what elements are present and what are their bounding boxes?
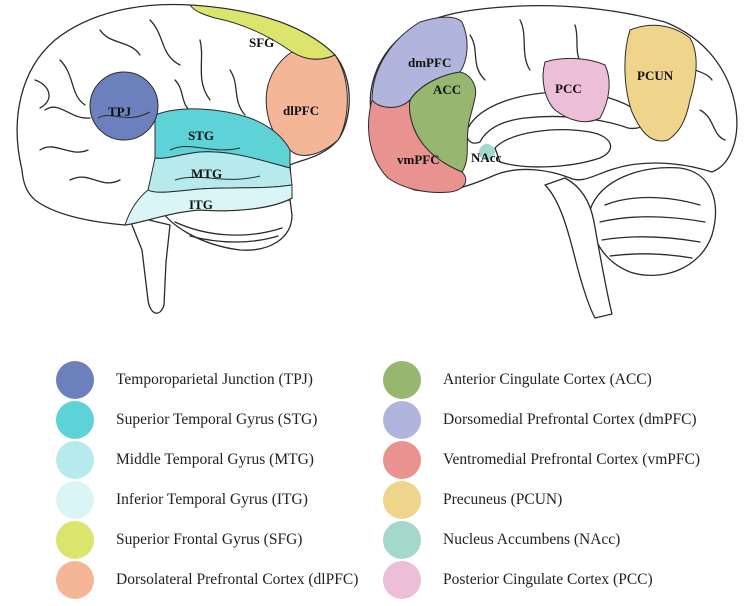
tpj-region bbox=[89, 71, 159, 141]
legend-swatch bbox=[56, 561, 94, 599]
legend-label: Nucleus Accumbens (NAcc) bbox=[443, 531, 621, 548]
legend-label: Temporoparietal Junction (TPJ) bbox=[116, 371, 313, 388]
label-pcun: PCUN bbox=[637, 68, 674, 83]
legend-item-vmpfc: Ventromedial Prefrontal Cortex (vmPFC) bbox=[383, 440, 700, 480]
legend: Temporoparietal Junction (TPJ) Superior … bbox=[0, 360, 752, 606]
legend-item-pcun: Precuneus (PCUN) bbox=[383, 480, 562, 520]
legend-item-nacc: Nucleus Accumbens (NAcc) bbox=[383, 520, 620, 560]
brainstem-lateral bbox=[127, 214, 171, 314]
legend-swatch bbox=[56, 361, 94, 399]
legend-item-acc: Anterior Cingulate Cortex (ACC) bbox=[383, 360, 652, 400]
legend-item-dlpfc: Dorsolateral Prefrontal Cortex (dlPFC) bbox=[56, 560, 358, 600]
label-mtg: MTG bbox=[191, 166, 222, 181]
cerebellum-medial bbox=[589, 166, 717, 276]
legend-label: Precuneus (PCUN) bbox=[443, 491, 563, 508]
label-nacc: NAcc bbox=[471, 150, 502, 165]
legend-swatch bbox=[56, 441, 94, 479]
label-vmpfc: vmPFC bbox=[397, 152, 440, 167]
legend-swatch bbox=[383, 361, 421, 399]
legend-swatch bbox=[56, 481, 94, 519]
cerebellum-lateral bbox=[157, 199, 293, 251]
label-tpj: TPJ bbox=[108, 104, 132, 119]
legend-label: Inferior Temporal Gyrus (ITG) bbox=[116, 491, 308, 508]
legend-label: Superior Frontal Gyrus (SFG) bbox=[116, 531, 303, 548]
legend-item-pcc: Posterior Cingulate Cortex (PCC) bbox=[383, 560, 653, 600]
vmpfc-region bbox=[368, 98, 467, 193]
label-sfg: SFG bbox=[249, 35, 274, 50]
nacc-region bbox=[479, 144, 495, 160]
dlpfc-region bbox=[265, 51, 348, 156]
pcc-region bbox=[542, 57, 610, 123]
legend-swatch bbox=[56, 401, 94, 439]
legend-label: Anterior Cingulate Cortex (ACC) bbox=[443, 371, 652, 388]
legend-swatch bbox=[56, 521, 94, 559]
legend-label: Middle Temporal Gyrus (MTG) bbox=[116, 451, 314, 468]
legend-swatch bbox=[383, 561, 421, 599]
legend-swatch bbox=[383, 401, 421, 439]
label-itg: ITG bbox=[189, 197, 213, 212]
pcun-region bbox=[624, 24, 697, 142]
legend-item-itg: Inferior Temporal Gyrus (ITG) bbox=[56, 480, 308, 520]
legend-label: Superior Temporal Gyrus (STG) bbox=[116, 411, 318, 428]
brain-figure: TPJ STG MTG ITG SFG dlPFC dmPFC ACC vmPF… bbox=[16, 3, 738, 319]
label-acc: ACC bbox=[433, 82, 461, 97]
legend-swatch bbox=[383, 521, 421, 559]
legend-item-stg: Superior Temporal Gyrus (STG) bbox=[56, 400, 317, 440]
legend-swatch bbox=[383, 441, 421, 479]
legend-label: Posterior Cingulate Cortex (PCC) bbox=[443, 571, 653, 588]
legend-label: Ventromedial Prefrontal Cortex (vmPFC) bbox=[443, 451, 700, 468]
legend-item-dmpfc: Dorsomedial Prefrontal Cortex (dmPFC) bbox=[383, 400, 697, 440]
legend-label: Dorsolateral Prefrontal Cortex (dlPFC) bbox=[116, 571, 359, 588]
label-dmpfc: dmPFC bbox=[408, 55, 451, 70]
brainstem-medial bbox=[544, 177, 613, 319]
thalamus bbox=[494, 129, 612, 168]
legend-label: Dorsomedial Prefrontal Cortex (dmPFC) bbox=[443, 411, 697, 428]
label-pcc: PCC bbox=[555, 81, 582, 96]
legend-item-mtg: Middle Temporal Gyrus (MTG) bbox=[56, 440, 314, 480]
label-dlpfc: dlPFC bbox=[283, 103, 319, 118]
legend-item-tpj: Temporoparietal Junction (TPJ) bbox=[56, 360, 313, 400]
legend-item-sfg: Superior Frontal Gyrus (SFG) bbox=[56, 520, 302, 560]
legend-swatch bbox=[383, 481, 421, 519]
label-stg: STG bbox=[188, 128, 214, 143]
itg-region bbox=[124, 184, 293, 226]
